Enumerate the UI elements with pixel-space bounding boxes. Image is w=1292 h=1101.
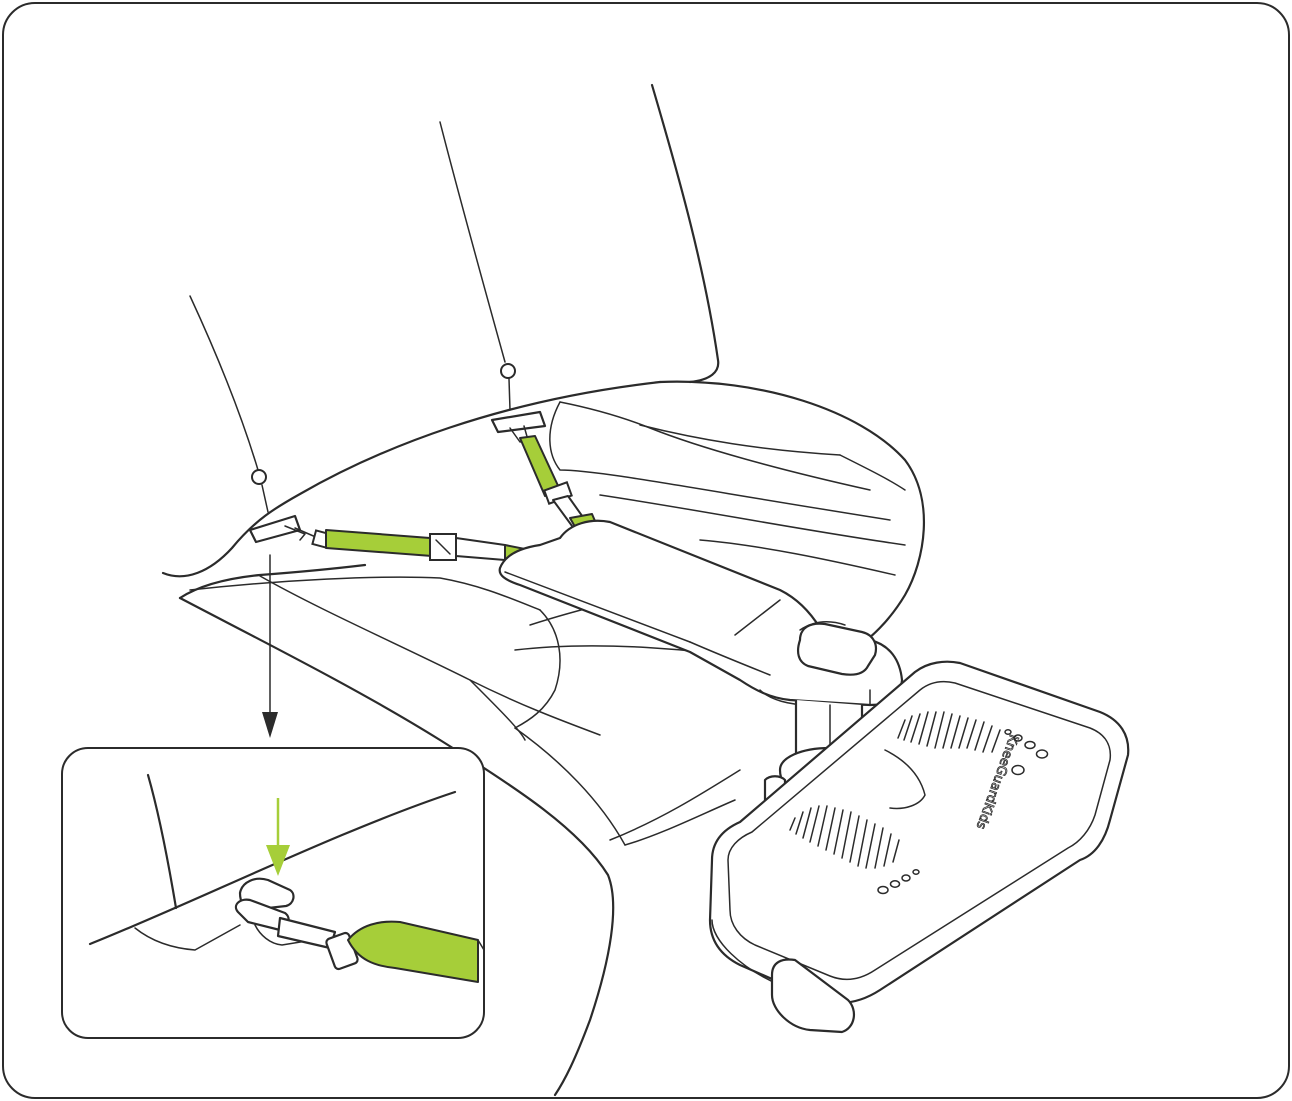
- vent-slots-bottom: [789, 805, 900, 869]
- vent-slots-top: [897, 711, 1001, 753]
- adjustment-knob[interactable]: [797, 622, 878, 676]
- detail-inset: [61, 747, 485, 1039]
- anchor-callout-left: [189, 295, 269, 513]
- green-arrow-down-icon: [266, 845, 290, 876]
- grip-dots-bottom: [877, 869, 920, 895]
- anchor-point-icon: [500, 363, 516, 379]
- grip-dots-top: [1004, 729, 1049, 776]
- anchor-point-icon: [251, 469, 267, 485]
- arrow-down-icon: [262, 712, 278, 738]
- press-arrow: [266, 798, 290, 876]
- isofix-anchor-right: [490, 410, 547, 443]
- inset-strap-webbing: [347, 920, 479, 983]
- anchor-callout-right: [439, 121, 516, 411]
- backrest-edge: [650, 83, 720, 384]
- foot-plate: KneeGuardKids: [708, 660, 1130, 1034]
- direction-arrow: [262, 554, 278, 738]
- footrest-board: [498, 519, 904, 707]
